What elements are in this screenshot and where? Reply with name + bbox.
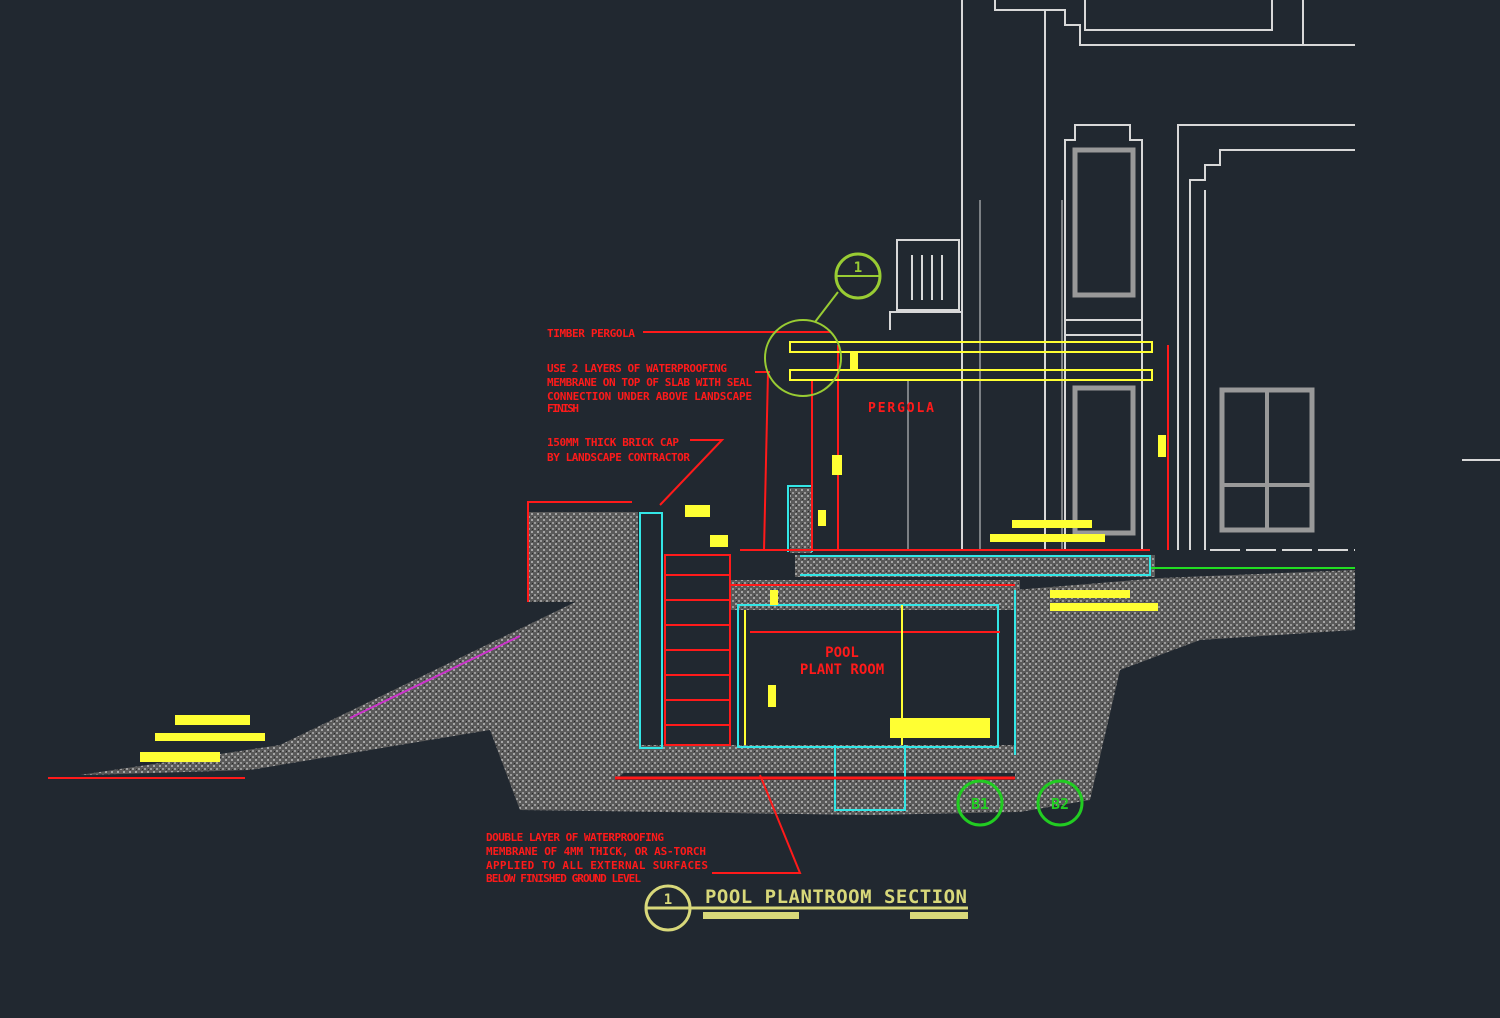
- grid-marker-b1[interactable]: B1: [956, 779, 1004, 827]
- svg-text:USE 2 LAYERS OF WATERPROOFING: USE 2 LAYERS OF WATERPROOFING: [547, 362, 727, 375]
- room-label-line1: POOL: [825, 645, 859, 661]
- pergola-label: PERGOLA: [868, 401, 934, 416]
- svg-text:MEMBRANE ON TOP OF SLAB WITH S: MEMBRANE ON TOP OF SLAB WITH SEAL: [547, 376, 752, 389]
- detail-marker-number: 1: [854, 260, 862, 276]
- svg-text:FINISH: FINISH: [547, 402, 579, 415]
- building-elevation: [889, 0, 1500, 551]
- svg-text:BY LANDSCAPE CONTRACTOR: BY LANDSCAPE CONTRACTOR: [547, 451, 690, 464]
- ground-hatch: [80, 488, 1355, 815]
- timber-pergola: [140, 341, 1166, 762]
- svg-text:B2: B2: [1051, 795, 1069, 813]
- plant-room-structure: [639, 485, 1151, 811]
- detail-callout[interactable]: 1: [764, 252, 882, 397]
- section-number: 1: [664, 892, 672, 908]
- svg-text:BELOW FINISHED GROUND LEVEL: BELOW FINISHED GROUND LEVEL: [486, 872, 641, 885]
- note-timber-pergola: TIMBER PERGOLA: [547, 327, 635, 340]
- grid-marker-b2[interactable]: B2: [1036, 779, 1084, 827]
- svg-text:MEMBRANE OF 4MM THICK, OR AS-T: MEMBRANE OF 4MM THICK, OR AS-TORCH: [486, 845, 706, 858]
- svg-text:B1: B1: [971, 795, 989, 813]
- note-double-waterproofing: DOUBLE LAYER OF WATERPROOFING MEMBRANE O…: [486, 831, 708, 885]
- annotation-lines: [48, 331, 1169, 874]
- section-title-text: POOL PLANTROOM SECTION: [705, 886, 967, 908]
- svg-text:150MM THICK BRICK CAP: 150MM THICK BRICK CAP: [547, 436, 679, 449]
- section-title: 1 POOL PLANTROOM SECTION: [644, 884, 968, 932]
- svg-text:TIMBER PERGOLA: TIMBER PERGOLA: [547, 327, 635, 340]
- note-waterproofing-slab: USE 2 LAYERS OF WATERPROOFING MEMBRANE O…: [547, 362, 752, 415]
- room-label-line2: PLANT ROOM: [800, 662, 884, 678]
- note-brick-cap: 150MM THICK BRICK CAP BY LANDSCAPE CONTR…: [547, 436, 690, 464]
- svg-text:DOUBLE LAYER OF WATERPROOFING: DOUBLE LAYER OF WATERPROOFING: [486, 831, 664, 844]
- svg-text:CONNECTION UNDER ABOVE LANDSCA: CONNECTION UNDER ABOVE LANDSCAPE: [547, 390, 752, 403]
- svg-text:APPLIED TO ALL EXTERNAL SURFAC: APPLIED TO ALL EXTERNAL SURFACES: [486, 859, 708, 872]
